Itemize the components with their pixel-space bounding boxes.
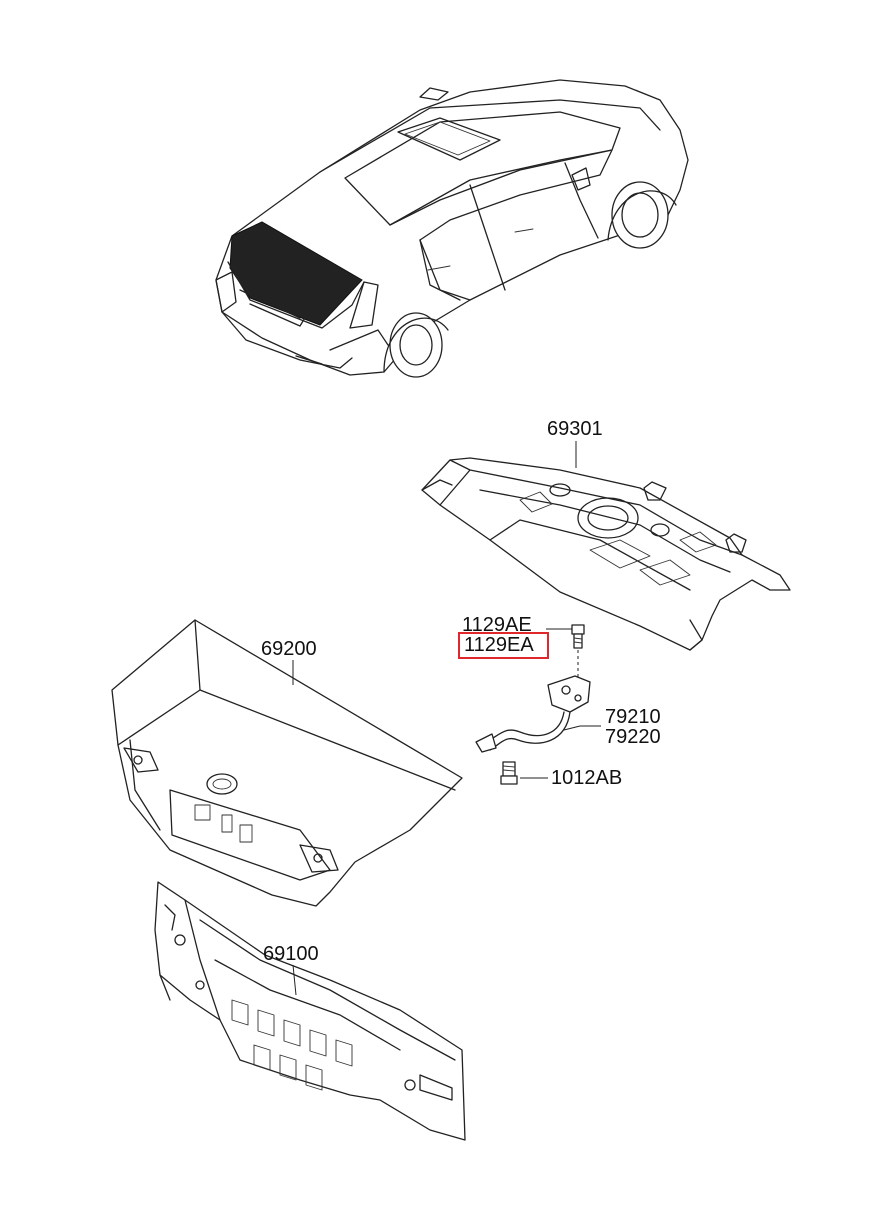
car-overview-illustration	[215, 79, 689, 378]
label-69100[interactable]: 69100	[263, 943, 319, 965]
label-79220[interactable]: 79220	[605, 726, 661, 748]
label-1129AE[interactable]: 1129AE	[462, 614, 532, 636]
label-1129EA[interactable]: 1129EA	[464, 634, 534, 656]
label-69301[interactable]: 69301	[547, 418, 603, 440]
label-1012AB[interactable]: 1012AB	[551, 767, 623, 789]
trunk-latch-assembly-illustration	[475, 624, 591, 785]
highlight-box-1129EA	[458, 632, 549, 659]
label-69200[interactable]: 69200	[261, 638, 317, 660]
rear-parcel-panel-illustration	[421, 457, 791, 651]
trunk-lid-illustration	[111, 619, 463, 907]
back-panel-illustration	[154, 881, 466, 1141]
leader-lines	[292, 441, 601, 996]
label-79210[interactable]: 79210	[605, 706, 661, 728]
